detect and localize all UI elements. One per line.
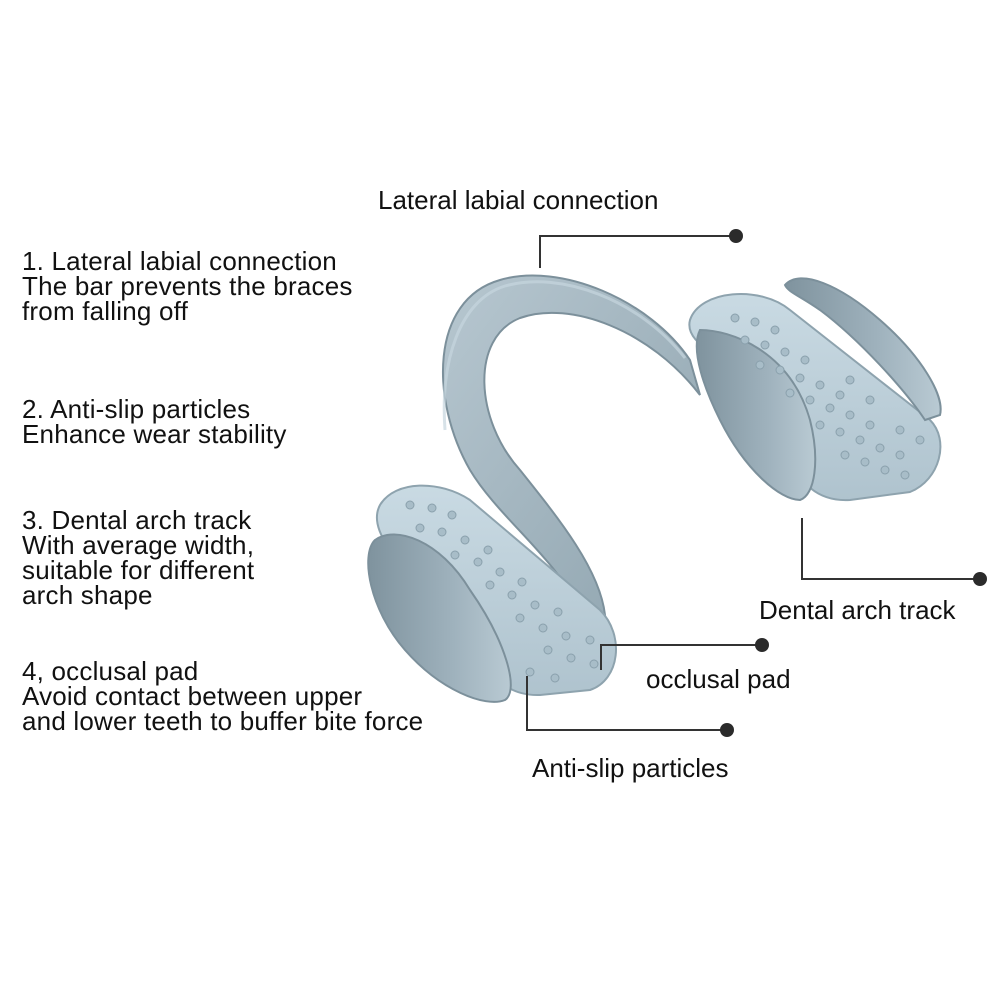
callout-anti-slip: Anti-slip particles bbox=[532, 753, 729, 783]
description-title: 1. Lateral labial connection bbox=[22, 246, 337, 276]
callout-dental-arch: Dental arch track bbox=[759, 595, 956, 625]
leader-dot bbox=[973, 572, 987, 586]
description-line: With average width, bbox=[22, 530, 255, 560]
anti-slip-particles-right bbox=[730, 313, 925, 480]
description-title: 3. Dental arch track bbox=[22, 505, 252, 535]
description-line: suitable for different bbox=[22, 555, 255, 585]
description-line: Avoid contact between upper bbox=[22, 681, 363, 711]
description-line: and lower teeth to buffer bite force bbox=[22, 706, 424, 736]
description-title: 2. Anti-slip particles bbox=[22, 394, 251, 424]
description-line: from falling off bbox=[22, 296, 189, 326]
leader-anti-slip bbox=[526, 676, 727, 731]
description-anti-slip: 2. Anti-slip particles Enhance wear stab… bbox=[22, 394, 287, 449]
anti-slip-particles-left bbox=[405, 500, 599, 683]
description-occlusal-pad: 4, occlusal pad Avoid contact between up… bbox=[22, 656, 424, 736]
description-line: Enhance wear stability bbox=[22, 419, 287, 449]
leader-dots bbox=[720, 229, 987, 737]
callout-lateral-labial: Lateral labial connection bbox=[378, 185, 659, 215]
right-outer-wall bbox=[695, 328, 817, 502]
leader-occlusal-pad bbox=[600, 644, 762, 670]
leader-lines bbox=[526, 235, 980, 731]
description-dental-arch: 3. Dental arch track With average width,… bbox=[22, 505, 255, 610]
description-line: The bar prevents the braces bbox=[22, 271, 353, 301]
leader-dot bbox=[729, 229, 743, 243]
description-title: 4, occlusal pad bbox=[22, 656, 199, 686]
leader-dental-arch bbox=[801, 518, 980, 580]
leader-dot bbox=[755, 638, 769, 652]
callout-occlusal-pad: occlusal pad bbox=[646, 664, 791, 694]
leader-dot bbox=[720, 723, 734, 737]
description-lateral-labial: 1. Lateral labial connection The bar pre… bbox=[22, 246, 353, 326]
description-line: arch shape bbox=[22, 580, 153, 610]
right-inner-wall bbox=[783, 277, 942, 422]
leader-lateral-labial bbox=[539, 235, 736, 268]
left-outer-wall bbox=[367, 533, 512, 703]
